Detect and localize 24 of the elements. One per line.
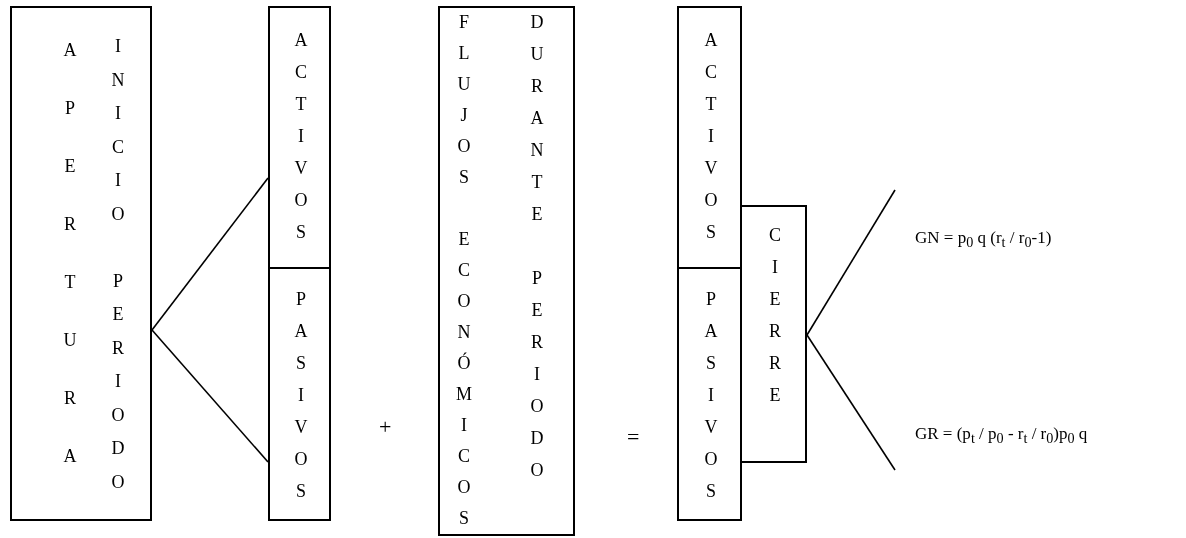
account-box xyxy=(740,205,807,463)
formula: GN = p$_{0}$ q (r$_{t}$ / r$_{0}$-1) xyxy=(915,228,1052,252)
operator-symbol: = xyxy=(627,424,640,450)
account-box xyxy=(677,6,742,269)
account-box xyxy=(268,6,331,269)
account-box xyxy=(438,6,575,536)
connector-line xyxy=(806,189,896,336)
vertical-label: ACTIVOS xyxy=(702,30,720,254)
formula: GR = (p$_{t}$ / p$_{0}$ - r$_{t}$ / r$_{0}$)p$_{0}$ q xyxy=(915,424,1088,448)
vertical-label: CIERRE xyxy=(766,225,784,417)
vertical-label: PASIVOS xyxy=(702,289,720,513)
operator-symbol: + xyxy=(379,414,392,440)
vertical-label: FLUJOS ECONÓMICOS xyxy=(455,12,473,538)
account-box xyxy=(268,267,331,521)
account-box xyxy=(677,267,742,521)
connector-line xyxy=(151,177,269,331)
vertical-label: PASIVOS xyxy=(292,289,310,513)
connector-line xyxy=(806,334,896,471)
connector-line xyxy=(151,329,269,463)
account-box xyxy=(10,6,152,521)
vertical-label: DURANTE PERIODO xyxy=(528,12,546,492)
vertical-label: INICIO PERIODO xyxy=(109,36,127,505)
vertical-label: ACTIVOS xyxy=(292,30,310,254)
vertical-label: APERTURA xyxy=(61,40,79,504)
